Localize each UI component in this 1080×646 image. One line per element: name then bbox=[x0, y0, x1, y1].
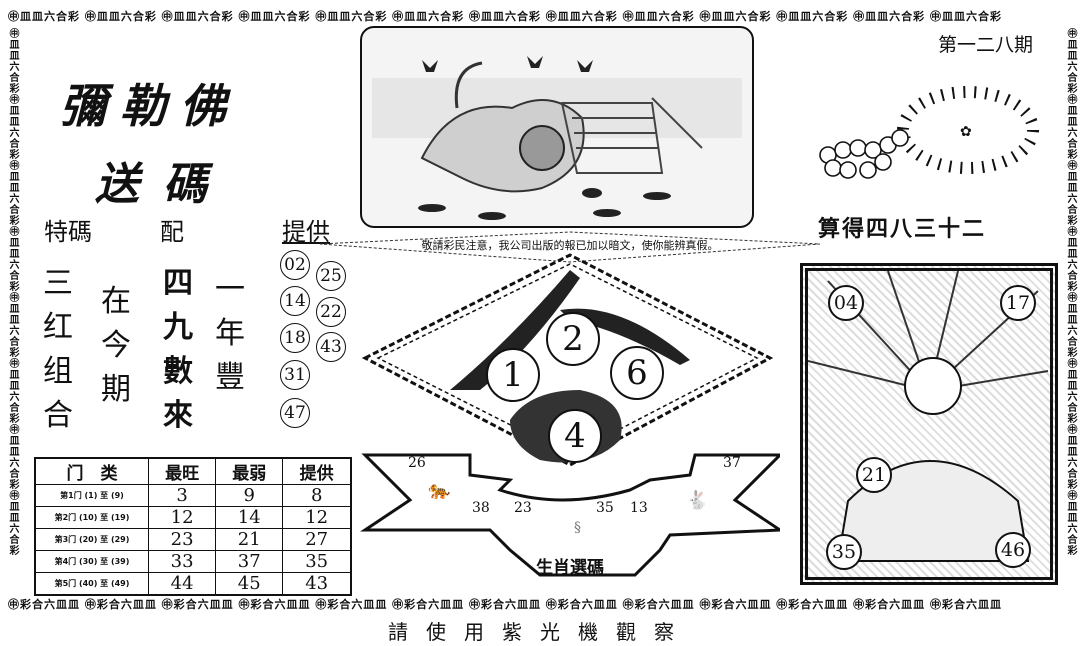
buddha-number-ball: 04 bbox=[828, 285, 864, 321]
issue-number: 第一二八期 bbox=[938, 34, 1034, 56]
title-sub: 送碼 bbox=[95, 159, 231, 210]
tip-char: 合 bbox=[43, 398, 73, 433]
svg-text:✿: ✿ bbox=[960, 124, 972, 140]
row-label: 第3门 (20) 至 (29) bbox=[34, 528, 149, 551]
table-row: 第1门 (1) 至 (9) 3 9 8 bbox=[34, 484, 352, 507]
table-row: 第4门 (30) 至 (39) 33 37 35 bbox=[34, 550, 352, 573]
buddha-number-ball: 17 bbox=[1000, 285, 1036, 321]
header-special-code: 特碼 bbox=[44, 218, 92, 246]
provided-value: 35 bbox=[282, 550, 352, 573]
hot-value: 23 bbox=[147, 528, 217, 551]
number-ball: 02 bbox=[280, 250, 310, 280]
cold-value: 9 bbox=[215, 484, 284, 507]
column-header: 门 类 bbox=[34, 457, 149, 485]
row-label: 第5门 (40) 至 (49) bbox=[34, 572, 149, 596]
table-row: 第3门 (20) 至 (29) 23 21 27 bbox=[34, 528, 352, 551]
tip-char: 一 bbox=[215, 272, 245, 307]
buddha-number-ball: 46 bbox=[995, 532, 1031, 568]
diamond-number-ball: 4 bbox=[548, 409, 602, 463]
lion-illustration bbox=[360, 26, 754, 228]
row-label: 第2门 (10) 至 (19) bbox=[34, 506, 149, 529]
provided-value: 43 bbox=[282, 572, 352, 596]
provided-value: 8 bbox=[282, 484, 352, 507]
zodiac-number: 13 bbox=[630, 500, 648, 516]
cold-value: 21 bbox=[215, 528, 284, 551]
zodiac-banner bbox=[360, 453, 780, 577]
zodiac-number: 23 bbox=[514, 500, 532, 516]
tip-char: 在 bbox=[101, 284, 131, 319]
tip-column-3: 四 九 數 來 bbox=[160, 262, 196, 438]
row-label: 第4门 (30) 至 (39) bbox=[34, 550, 149, 573]
rabbit-icon: 🐇 bbox=[686, 490, 709, 511]
snake-icon: § bbox=[574, 520, 581, 536]
footer-instruction: 請使用紫光機觀察 bbox=[388, 620, 692, 644]
notice-text: 敬請彩民注意，我公司出版的報已加以暗文，使你能辨真假。 bbox=[421, 239, 719, 252]
cold-value: 37 bbox=[215, 550, 284, 573]
zodiac-number: 26 bbox=[408, 455, 426, 471]
header-match: 配 bbox=[160, 218, 184, 246]
diamond-number-ball: 1 bbox=[486, 348, 540, 402]
tip-char: 來 bbox=[163, 398, 193, 433]
zodiac-number: 37 bbox=[723, 455, 741, 471]
tip-char: 數 bbox=[163, 354, 193, 389]
number-ball: 14 bbox=[280, 286, 310, 316]
tip-char: 期 bbox=[101, 372, 131, 407]
diamond-number-ball: 2 bbox=[546, 312, 600, 366]
provided-value: 12 bbox=[282, 506, 352, 529]
tip-column-4: 一 年 豐 bbox=[212, 268, 248, 400]
tiger-icon: 🐅 bbox=[428, 480, 451, 501]
tip-char: 九 bbox=[163, 310, 193, 345]
tip-char: 年 bbox=[215, 316, 245, 351]
number-ball: 18 bbox=[280, 323, 310, 353]
row-label: 第1门 (1) 至 (9) bbox=[34, 484, 149, 507]
bottom-border-pattern: ㊥彩合六皿皿 ㊥彩合六皿皿 ㊥彩合六皿皿 ㊥彩合六皿皿 ㊥彩合六皿皿 ㊥彩合六皿… bbox=[8, 598, 1002, 611]
number-ball: 31 bbox=[280, 360, 310, 390]
top-border-pattern: ㊥皿皿六合彩 ㊥皿皿六合彩 ㊥皿皿六合彩 ㊥皿皿六合彩 ㊥皿皿六合彩 ㊥皿皿六合… bbox=[8, 10, 1002, 23]
number-ball: 47 bbox=[280, 398, 310, 428]
cold-value: 45 bbox=[215, 572, 284, 596]
right-border-pattern: ㊥皿皿六合彩㊥皿皿六合彩㊥皿皿六合彩㊥皿皿六合彩㊥皿皿六合彩㊥皿皿六合彩㊥皿皿六… bbox=[1065, 28, 1076, 556]
hot-value: 3 bbox=[147, 484, 217, 507]
header-provided: 提供 bbox=[282, 218, 330, 246]
number-ball: 22 bbox=[316, 297, 346, 327]
table-header-row: 门 类 最旺 最弱 提供 bbox=[34, 457, 352, 485]
buddha-number-ball: 21 bbox=[856, 457, 892, 493]
number-ball: 43 bbox=[316, 332, 346, 362]
zodiac-banner-label: 生肖選碼 bbox=[536, 558, 604, 578]
tip-column-2: 在 今 期 bbox=[98, 280, 134, 412]
zodiac-number: 35 bbox=[596, 500, 614, 516]
number-category-table: 门 类 最旺 最弱 提供 第1门 (1) 至 (9) 3 9 8 第2门 (10… bbox=[34, 457, 352, 596]
cold-value: 14 bbox=[215, 506, 284, 529]
lion-icon bbox=[372, 56, 742, 220]
tip-char: 豐 bbox=[215, 360, 245, 395]
tip-char: 组 bbox=[43, 354, 73, 389]
hot-value: 44 bbox=[147, 572, 217, 596]
tip-char: 四 bbox=[163, 266, 193, 301]
calculation-hint: 算得四八三十二 bbox=[818, 217, 987, 242]
column-header: 最旺 bbox=[147, 457, 217, 485]
diamond-number-ball: 6 bbox=[610, 346, 664, 400]
tip-char: 红 bbox=[43, 310, 73, 345]
hot-value: 12 bbox=[147, 506, 217, 529]
hot-value: 33 bbox=[147, 550, 217, 573]
column-header: 提供 bbox=[282, 457, 352, 485]
number-ball: 25 bbox=[316, 261, 346, 291]
table-row: 第5门 (40) 至 (49) 44 45 43 bbox=[34, 572, 352, 596]
tip-char: 三 bbox=[43, 266, 73, 301]
title-main: 彌勒佛 bbox=[60, 79, 240, 133]
notice-ribbon bbox=[320, 231, 820, 263]
left-border-pattern: ㊥皿皿六合彩㊥皿皿六合彩㊥皿皿六合彩㊥皿皿六合彩㊥皿皿六合彩㊥皿皿六合彩㊥皿皿六… bbox=[7, 28, 18, 556]
table-row: 第2门 (10) 至 (19) 12 14 12 bbox=[34, 506, 352, 529]
buddha-number-ball: 35 bbox=[826, 534, 862, 570]
zodiac-number: 38 bbox=[472, 500, 490, 516]
bead-chain-illustration: ✿ bbox=[819, 86, 1039, 179]
provided-value: 27 bbox=[282, 528, 352, 551]
tip-char: 今 bbox=[101, 328, 131, 363]
tip-column-1: 三 红 组 合 bbox=[40, 262, 76, 438]
column-header: 最弱 bbox=[215, 457, 284, 485]
